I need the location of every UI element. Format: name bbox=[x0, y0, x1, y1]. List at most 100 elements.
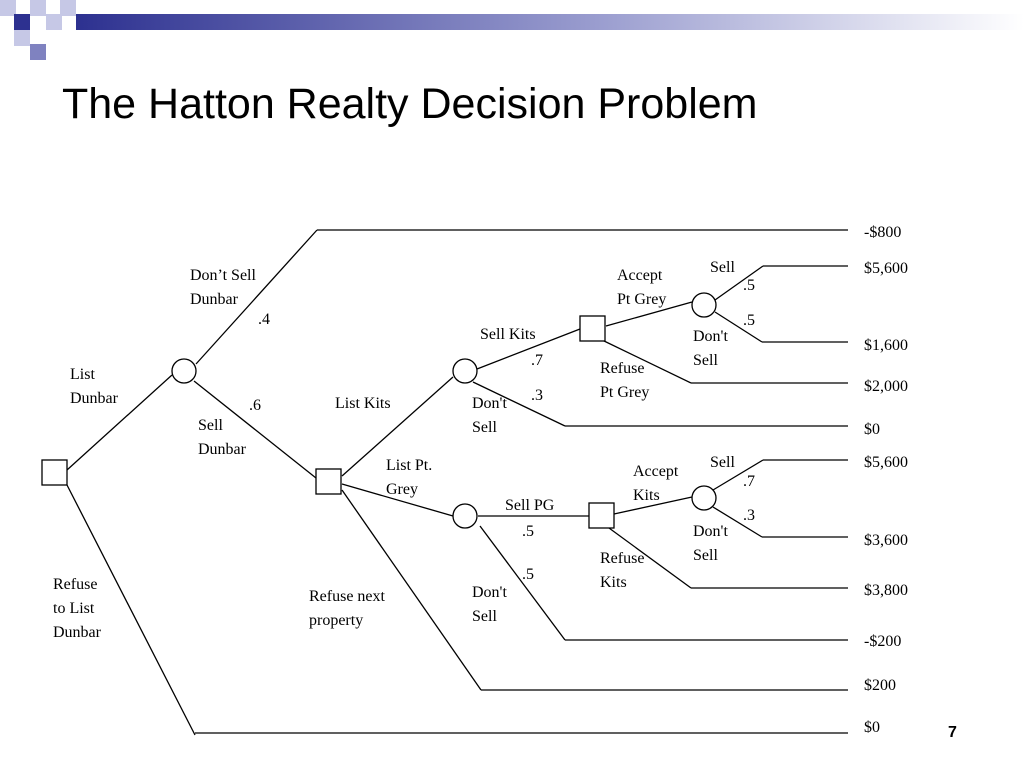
branch-dont-sell-kits bbox=[472, 381, 566, 427]
decoration-square bbox=[60, 0, 76, 16]
branch-sell-kits bbox=[476, 328, 581, 370]
probability-dont-sell-dunbar: .4 bbox=[258, 311, 270, 328]
branch-accept-kits bbox=[613, 496, 693, 515]
label-list-pt-grey: List Pt. Grey bbox=[386, 457, 436, 498]
label-refuse-pt-grey: Refuse Pt Grey bbox=[600, 360, 649, 401]
payoff-value: $2,000 bbox=[864, 378, 908, 395]
label-line: Sell bbox=[693, 547, 718, 564]
probability-dont-sell-pg: .5 bbox=[522, 566, 534, 583]
probability-sell-dunbar: .6 bbox=[249, 397, 261, 414]
decoration-square bbox=[0, 0, 16, 16]
label-line: List Pt. bbox=[386, 457, 432, 474]
decision-node-kits-offer bbox=[588, 502, 615, 529]
label-dont-sell-kits-lower: Don't Sell bbox=[693, 523, 732, 564]
label-line: property bbox=[309, 612, 363, 629]
label-line: Refuse bbox=[53, 576, 97, 593]
label-line: Sell bbox=[198, 417, 223, 434]
label-line: Refuse bbox=[600, 360, 644, 377]
branch-refuse-kits bbox=[608, 527, 692, 589]
payoff-value: -$200 bbox=[864, 633, 901, 650]
label-line: Pt Grey bbox=[617, 291, 666, 308]
label-line: to List bbox=[53, 600, 95, 617]
label-line: List bbox=[70, 366, 95, 383]
label-line: Pt Grey bbox=[600, 384, 649, 401]
label-line: Kits bbox=[633, 487, 660, 504]
payoff-value: $0 bbox=[864, 421, 880, 438]
branch-dont-sell-kits-lower bbox=[712, 506, 763, 538]
probability-dont-sell-pg-upper: .5 bbox=[743, 312, 755, 329]
page-number: 7 bbox=[948, 724, 957, 741]
label-line: Kits bbox=[600, 574, 627, 591]
label-dont-sell-dunbar: Don’t Sell Dunbar bbox=[190, 267, 260, 308]
label-dont-sell-kits: Don't Sell bbox=[472, 395, 511, 436]
probability-dont-sell-kits: .3 bbox=[531, 387, 543, 404]
payoff-value: $3,800 bbox=[864, 582, 908, 599]
label-line: Don’t Sell bbox=[190, 267, 256, 284]
branch-accept-pt-grey bbox=[605, 301, 693, 327]
label-line: Grey bbox=[386, 481, 418, 498]
chance-node-dunbar bbox=[171, 358, 197, 384]
branch-refuse-dunbar bbox=[66, 484, 196, 736]
label-refuse-next: Refuse next property bbox=[309, 588, 389, 629]
decoration-square bbox=[14, 14, 30, 30]
branch-refuse-next bbox=[341, 489, 482, 691]
branch-dont-sell-dunbar bbox=[195, 229, 318, 365]
slide-title: The Hatton Realty Decision Problem bbox=[62, 80, 758, 128]
label-dont-sell-pg-upper: Don't Sell bbox=[693, 328, 732, 369]
payoff-value: $5,600 bbox=[864, 260, 908, 277]
title-decoration bbox=[0, 0, 1024, 60]
label-line: Sell bbox=[693, 352, 718, 369]
payoff-value: $1,600 bbox=[864, 337, 908, 354]
label-line: Dunbar bbox=[190, 291, 239, 308]
payoff-value: $200 bbox=[864, 677, 896, 694]
label-sell-pg-upper: Sell bbox=[710, 259, 735, 276]
label-line: Dunbar bbox=[198, 441, 247, 458]
decoration-square bbox=[30, 0, 46, 16]
decision-node-root bbox=[41, 459, 68, 486]
label-line: Accept bbox=[617, 267, 663, 284]
label-list-kits: List Kits bbox=[335, 395, 391, 412]
branch-list-dunbar bbox=[66, 374, 173, 471]
payoff-value: $0 bbox=[864, 719, 880, 736]
chance-node-kits-sale bbox=[691, 485, 717, 511]
branch-dont-sell-pg-upper bbox=[714, 311, 763, 343]
label-line: Don't bbox=[693, 328, 728, 345]
label-line: Refuse next bbox=[309, 588, 386, 605]
label-dont-sell-pg: Don't Sell bbox=[472, 584, 511, 625]
probability-dont-sell-kits-lower: .3 bbox=[743, 507, 755, 524]
label-accept-kits: Accept Kits bbox=[633, 463, 682, 504]
payoff-value: -$800 bbox=[864, 224, 901, 241]
label-sell-dunbar: Sell Dunbar bbox=[198, 417, 247, 458]
label-line: Don't bbox=[693, 523, 728, 540]
label-refuse-dunbar: Refuse to List Dunbar bbox=[53, 576, 102, 641]
branch-sell-dunbar bbox=[193, 380, 317, 479]
probability-sell-kits-lower: .7 bbox=[743, 473, 755, 490]
decision-node-next-property bbox=[315, 468, 342, 495]
label-line: Sell bbox=[472, 608, 497, 625]
label-sell-kits: Sell Kits bbox=[480, 326, 536, 343]
decision-node-pt-grey-offer bbox=[579, 315, 606, 342]
chance-node-pt-grey-sale bbox=[691, 292, 717, 318]
branch-sell-pg-upper bbox=[714, 265, 764, 301]
probability-sell-pg-upper: .5 bbox=[743, 277, 755, 294]
label-sell-pg: Sell PG bbox=[505, 497, 555, 514]
label-line: Refuse bbox=[600, 550, 644, 567]
branch-dont-sell-pg bbox=[479, 525, 566, 641]
branch-list-kits bbox=[341, 376, 454, 477]
decoration-gradient-bar bbox=[76, 14, 1024, 30]
payoff-value: $5,600 bbox=[864, 454, 908, 471]
probability-sell-pg: .5 bbox=[522, 523, 534, 540]
decoration-square bbox=[14, 30, 30, 46]
label-refuse-kits: Refuse Kits bbox=[600, 550, 648, 591]
decoration-square bbox=[30, 44, 46, 60]
payoff-value: $3,600 bbox=[864, 532, 908, 549]
label-accept-pt-grey: Accept Pt Grey bbox=[617, 267, 666, 308]
decoration-square bbox=[46, 14, 62, 30]
branch-sell-kits-lower bbox=[712, 459, 764, 491]
label-sell-kits-lower: Sell bbox=[710, 454, 735, 471]
label-line: Sell bbox=[472, 419, 497, 436]
chance-node-kits bbox=[452, 358, 478, 384]
branch-refuse-pt-grey bbox=[601, 339, 692, 384]
label-line: Dunbar bbox=[53, 624, 102, 641]
